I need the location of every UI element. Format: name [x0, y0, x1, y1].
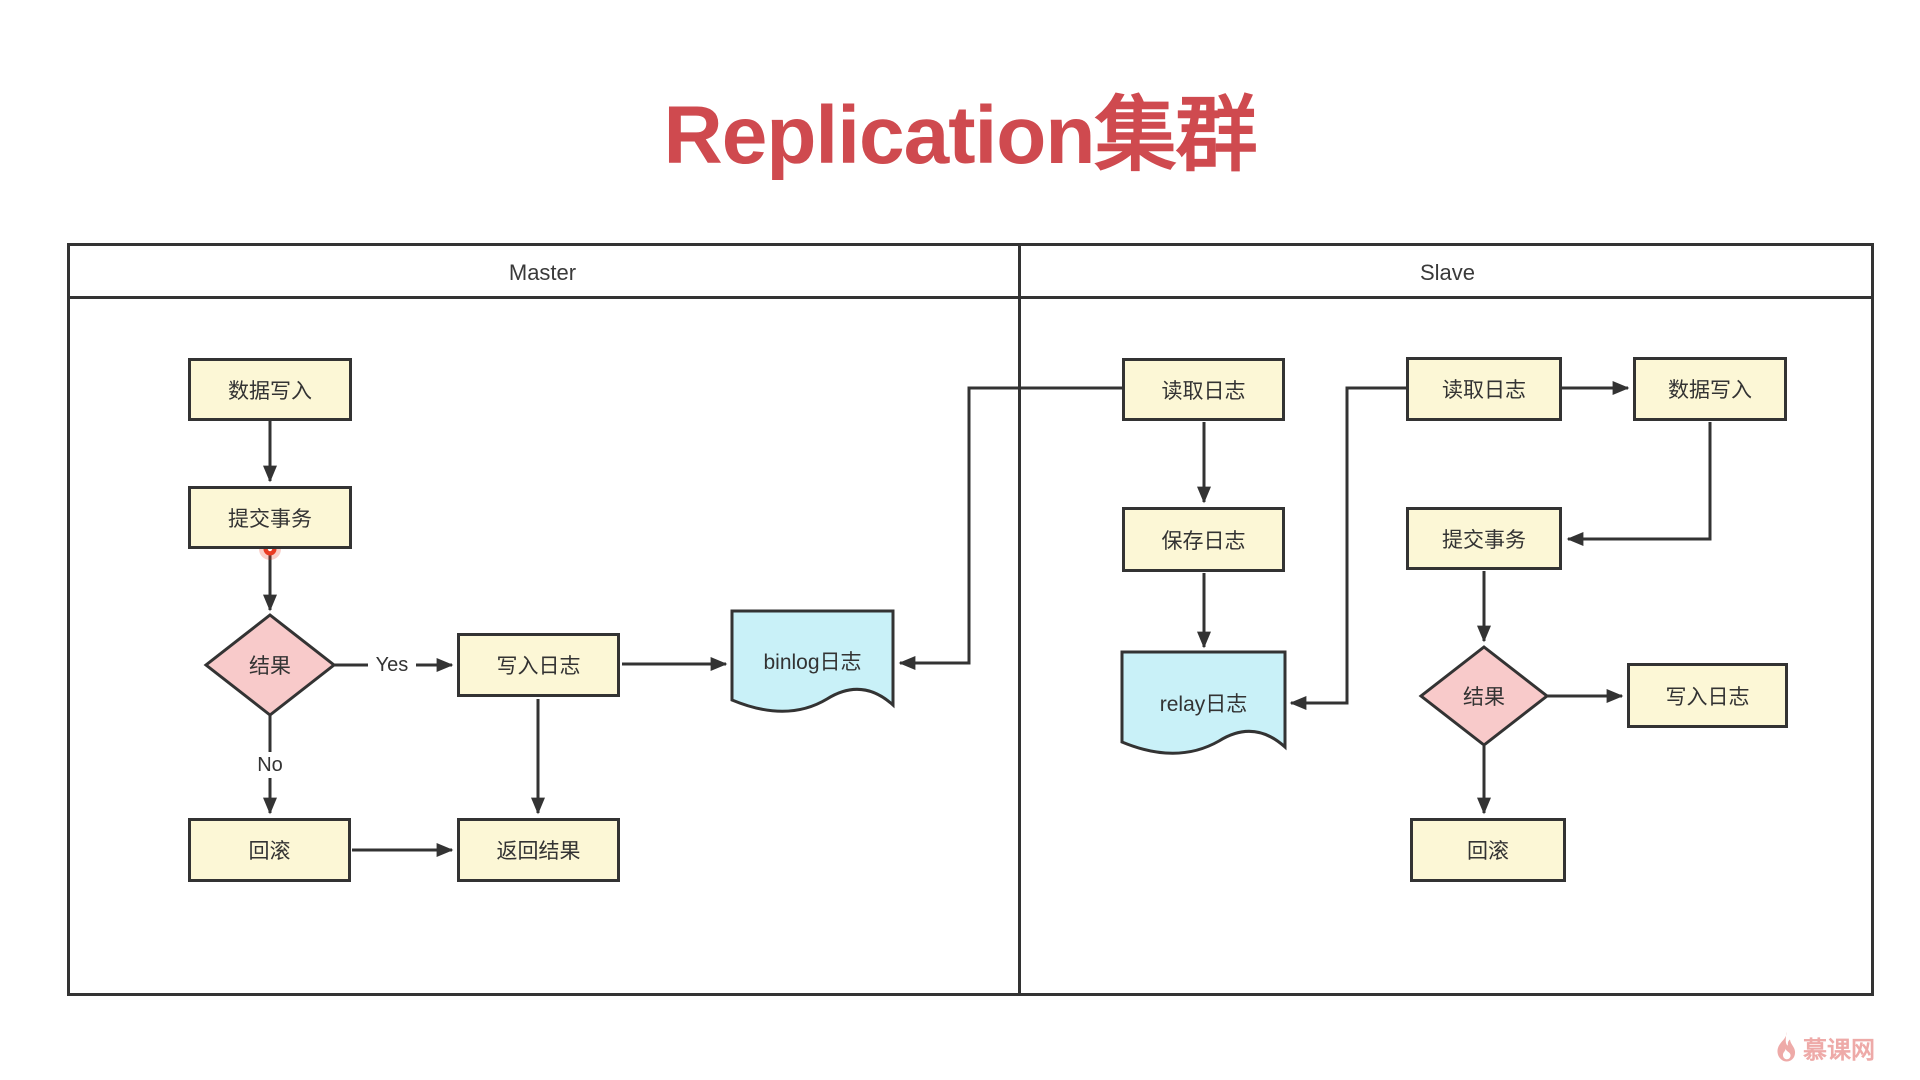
master-write-log-box: 写入日志 [457, 633, 620, 697]
slave-result-diamond [1418, 645, 1550, 747]
master-panel-header: Master [508, 260, 577, 285]
arrow-slave-readlog-to-binlog [898, 386, 1122, 670]
swimlane-divider [1018, 243, 1021, 996]
master-result-diamond [203, 613, 337, 717]
swimlane-frame [67, 243, 1874, 996]
master-return-result-box: 返回结果 [457, 818, 620, 882]
slave-read-log-sql-box: 读取日志 [1406, 357, 1562, 421]
slave-save-log-box: 保存日志 [1122, 507, 1285, 572]
slave-rollback-box: 回滚 [1410, 818, 1566, 882]
swimlane-header-line [67, 296, 1874, 299]
flame-icon [1777, 1031, 1796, 1061]
slave-write-data-box: 数据写入 [1633, 357, 1787, 421]
slave-commit-transaction-box: 提交事务 [1406, 507, 1562, 570]
slave-read-log-io-box: 读取日志 [1122, 358, 1285, 421]
edge-label-yes: Yes [368, 652, 416, 678]
relay-document [1120, 650, 1287, 755]
binlog-document [730, 609, 895, 713]
slave-write-log-box: 写入日志 [1627, 663, 1788, 728]
master-rollback-box: 回滚 [188, 818, 351, 882]
master-write-data-box: 数据写入 [188, 358, 352, 421]
imooc-watermark: 慕课网 [1774, 1030, 1875, 1065]
arrow-slave-readlogsql-to-relay [1289, 386, 1406, 710]
edge-label-no: No [248, 752, 292, 778]
slave-panel-header: Slave [1419, 260, 1476, 285]
page-title: Replication集群 [663, 90, 1258, 181]
arrow-slave-writedata-to-commit [1566, 422, 1712, 546]
master-commit-transaction-box: 提交事务 [188, 486, 352, 549]
watermark-text: 慕课网 [1803, 1037, 1875, 1064]
